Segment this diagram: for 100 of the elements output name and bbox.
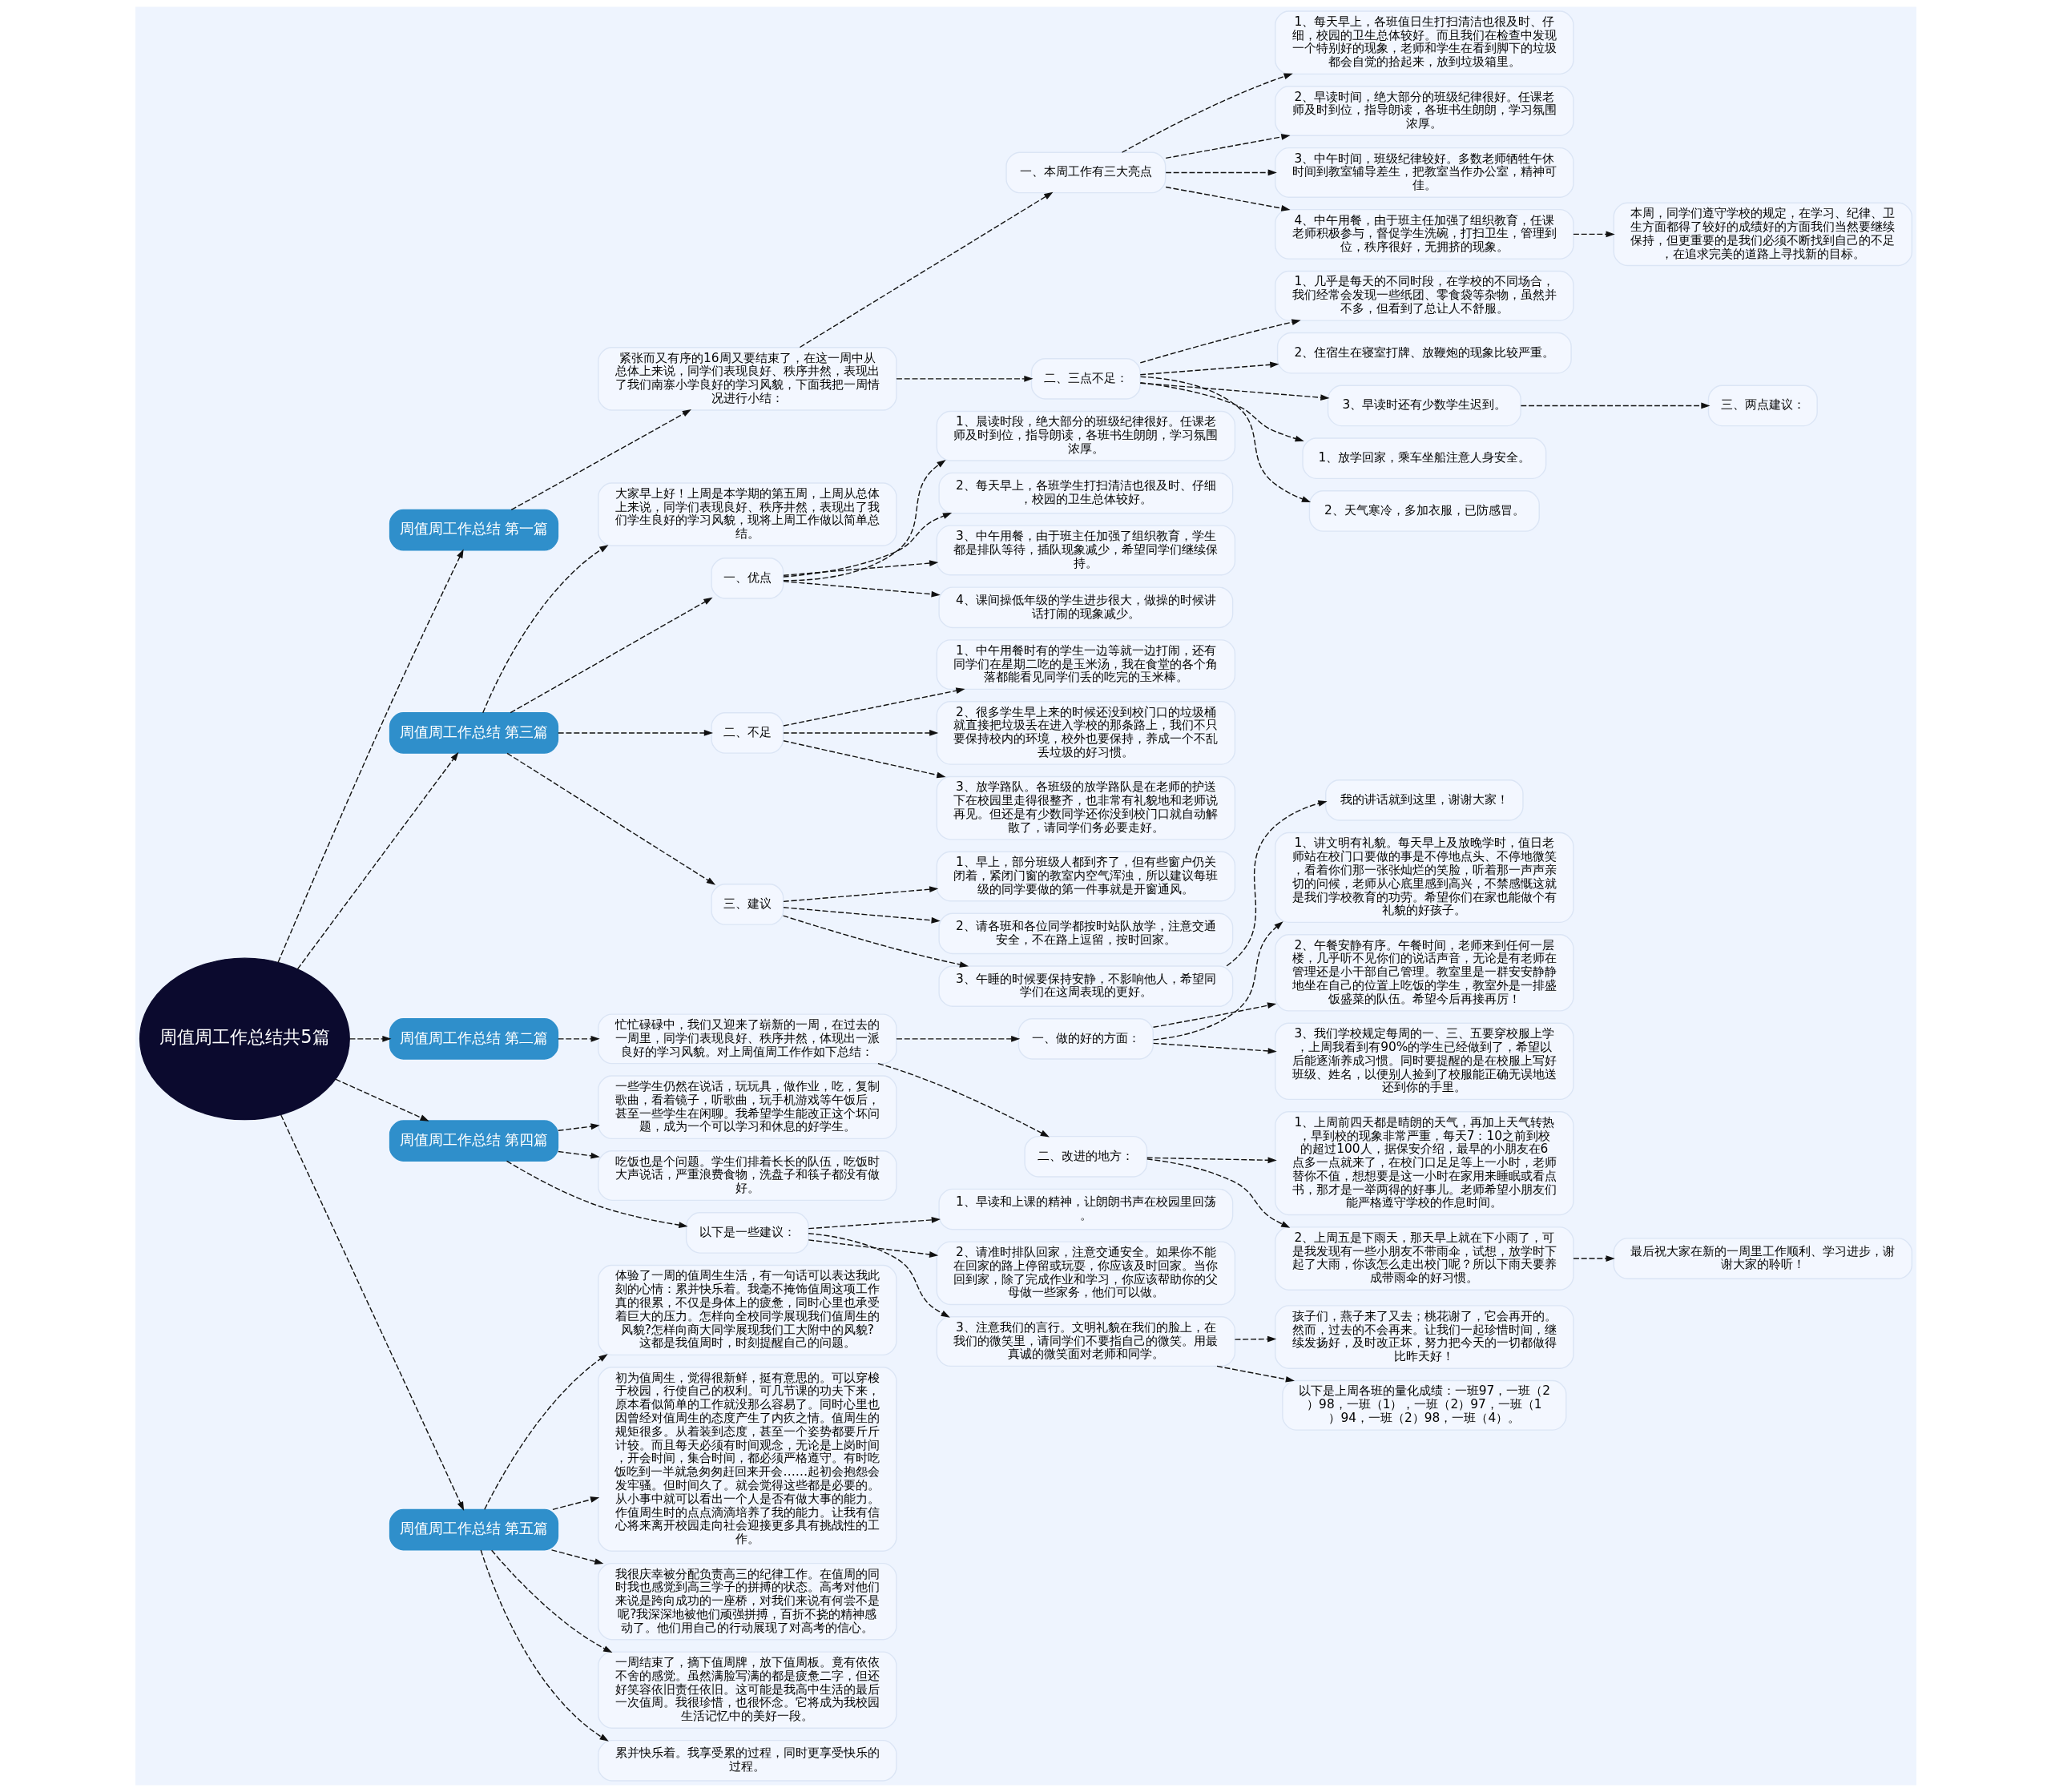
node-box: 大家早上好！上周是本学期的第五周，上周从总体上来说，同学们表现良好、秩序井然，表现出了我们学生良好的学习风貌，现将上周工作做以简单总结。: [597, 482, 897, 546]
node-box: 2、天气寒冷，多加衣服，已防感冒。: [1308, 490, 1540, 532]
node-box: 2、早读时间，绝大部分的班级纪律很好。任课老师及时到位，指导朗读，各班书生朗朗，学习氛围浓厚。: [1274, 86, 1574, 136]
node-box: 1、每天早上，各班值日生打扫清洁也很及时、仔细，校园的卫生总体较好。而且我们在检查中发现一个特别好的现象，老师和学生在看到脚下的垃圾都会自觉的拾起来，放到垃圾箱里。: [1274, 10, 1574, 75]
arrow: [782, 886, 938, 903]
arrow: [1139, 319, 1301, 364]
arrow: [490, 1549, 612, 1653]
arrow: [1139, 376, 1311, 502]
node-box: 1、放学回家，乘车坐船注意人身安全。: [1301, 437, 1546, 480]
node-box: 2、很多学生早上来的时候还没到校门口的垃圾桶就直接把垃圾丢在进入学校的那条路上，我们不只要保持校内的环境，校外也要保持，养成一个不乱丢垃圾的好习惯。: [936, 701, 1235, 765]
node-ellipse: 周值周工作总结共5篇: [139, 957, 350, 1121]
node-box: 孩子们，燕子来了又去；桃花谢了，它会再开的。然而，过去的不会再来。让我们一起珍惜时间，继续发扬好，及时改正坏，努力把今天的一切都做得比昨天好！: [1274, 1305, 1574, 1369]
arrow: [1139, 382, 1304, 442]
node-box: 2、上周五是下雨天，那天早上就在下小雨了，可是我发现有一些小朋友不带雨伞，试想，放学时下起了大雨，你该怎么走出校门呢？所以下雨天要养成带雨伞的好习惯。: [1274, 1226, 1574, 1291]
node-box: 紧张而又有序的16周又要结束了，在这一周中从总体上来说，同学们表现良好、秩序井然，表现出了我们南寨小学良好的学习风貌，下面我把一周情况进行小结：: [597, 347, 897, 411]
node-box: 三、两点建议：: [1707, 385, 1818, 427]
node-box: 一、本周工作有三大亮点: [1005, 151, 1166, 194]
node-box: 2、每天早上，各班学生打扫清洁也很及时、仔细，校园的卫生总体较好。: [937, 472, 1233, 514]
arrow: [1225, 800, 1328, 967]
node-box: 周值周工作总结 第二篇: [389, 1018, 558, 1060]
arrow: [1164, 169, 1277, 176]
arrow: [1234, 1335, 1276, 1343]
node-box: 3、中午时间，班级纪律较好。多数老师牺牲午休时间到教室辅导差生，把教室当作办公室，精神可佳。: [1274, 147, 1574, 198]
node-box: 3、我们学校规定每周的一、三、五要穿校服上学，上周我看到有90%的学生已经做到了，希望以后能逐渐养成习惯。同时要提醒的是在校服上写好班级、姓名，以便别人捡到了校服能正确无误地送还到你的手里。: [1274, 1022, 1574, 1101]
node-box: 我的讲话就到这里，谢谢大家！: [1324, 779, 1524, 821]
arrow: [1152, 1042, 1277, 1054]
arrow: [808, 1239, 938, 1258]
node-box: 三、建议: [710, 884, 784, 925]
arrow: [895, 375, 1033, 382]
node-box: 2、请各班和各位同学都按时站队放学，注意交通安全，不在路上逗留，按时回家。: [937, 912, 1233, 955]
node-box: 一、优点: [710, 558, 784, 599]
arrow: [482, 545, 608, 714]
node-box: 3、注意我们的言行。文明礼貌在我们的脸上，在我们的微笑里，请同学们不要指自己的微笑。用最真诚的微笑面对老师和同学。: [936, 1316, 1235, 1367]
node-box: 吃饭也是个问题。学生们排着长长的队伍，吃饭时大声说话，严重浪费食物，洗盘子和筷子都没有做好。: [597, 1150, 897, 1202]
arrow: [782, 907, 941, 924]
arrow: [506, 752, 715, 885]
arrow: [782, 915, 969, 968]
node-box: 忙忙碌碌中，我们又迎来了崭新的一周，在过去的一周里，同学们表现良好、秩序井然，体现出一派良好的学习风貌。对上周值周工作作如下总结：: [597, 1013, 897, 1065]
arrow: [876, 1062, 1050, 1138]
node-box: 2、请准时排队回家，注意交通安全。如果你不能在回家的路上停留或玩耍，你应该及时回家。当你回到家，除了完成作业和学习，你应该帮助你的父母做一些家务，他们可以做。: [936, 1241, 1235, 1306]
arrow: [1146, 1157, 1277, 1164]
node-box: 4、中午用餐，由于班主任加强了组织教育，任课老师积极参与，督促学生洗碗，打扫卫生，管理到位，秩序很好，无拥挤的现象。: [1274, 208, 1574, 260]
arrow: [1152, 921, 1283, 1041]
node-box: 周值周工作总结 第五篇: [389, 1508, 558, 1551]
arrow: [1152, 1002, 1276, 1028]
arrow: [782, 459, 946, 582]
arrow: [557, 730, 713, 736]
arrow: [1572, 1255, 1615, 1262]
node-box: 初为值周生，觉得很新鲜，挺有意思的。可以穿梭于校园，行使自己的权利。可几节课的功夫下来，原本看似简单的工作就没那么容易了。同时心里也因曾经对值周生的态度产生了内疚之情。值周生的规矩很多。从着装到态度，甚至一个姿势都要斤斤计较。而且每天必须有时间观念，无论是上岗时间，开会时间，集合时间，都必须严格遵守。有时吃饭吃到一半就急匆匆赶回来开会……起初会抱怨会发牢骚。但时间久了。就会觉得这些都是必要的。从小事中就可以看出一个人是否有做大事的能力。作值周生时的点点滴滴培养了我的能力。让我有信心将来离开校园走向社会迎接更多具有挑战性的工作。: [597, 1367, 897, 1552]
node-box: 一周结束了，摘下值周牌，放下值周板。竟有依依不舍的感觉。虽然满脸写满的都是疲惫二字，但还好笑容依旧责任依旧。这可能是我高中生活的最后一次值周。我很珍惜，也很怀念。它将成为我校园生活记忆中的美好一段。: [597, 1651, 897, 1729]
arrow: [551, 1496, 599, 1511]
node-box: 3、午睡的时候要保持安静，不影响他人，希望同学们在这周表现的更好。: [937, 965, 1233, 1007]
node-box: 2、午餐安静有序。午餐时间，老师来到任何一层楼，几乎听不见你们的说话声音，无论是有老师在管理还是小干部自己管理。教室里是一群安安静静地坐在自己的位置上吃饭的学生，教室外是一排盛饭盛菜的队伍。希望今后再接再厉！: [1274, 934, 1574, 1012]
node-box: 二、三点不足：: [1030, 358, 1141, 400]
arrow: [782, 730, 938, 736]
node-box: 1、中午用餐时有的学生一边等就一边打闹，还有同学们在星期二吃的是玉米汤，我在食堂的各个角落都能看见同学们丢的吃完的玉米棒。: [936, 639, 1235, 691]
arrow: [1164, 134, 1290, 159]
node-box: 周值周工作总结 第一篇: [389, 509, 558, 551]
node-box: 4、课间操低年级的学生进步很大，做操的时候讲话打闹的现象减少。: [937, 586, 1233, 629]
node-box: 1、几乎是每天的不同时段，在学校的不同场合，我们经常会发现一些纸团、零食袋等杂物，虽然并不多，但看到了总让人不舒服。: [1274, 270, 1574, 321]
node-box: 以下是一些建议：: [685, 1212, 809, 1254]
arrow: [509, 597, 713, 714]
arrow: [782, 740, 946, 779]
node-box: 1、讲文明有礼貌。每天早上及放晚学时，值日老师站在校门口要做的事是不停地点头、不停地微笑，看着你们那一张张灿烂的笑脸，听着那一声声亲切的问候，老师从心底里感到高兴，不禁感慨这就是我们学校教育的功劳。希望你们在家也能做个有礼貌的好孩子。: [1274, 832, 1574, 924]
arrow: [276, 549, 464, 963]
arrow: [557, 1123, 600, 1131]
arrow: [1572, 231, 1615, 238]
node-box: 二、不足: [710, 712, 784, 754]
arrow: [506, 1160, 688, 1229]
arrow: [808, 1217, 941, 1230]
arrow: [1139, 361, 1279, 376]
arrow: [480, 1549, 609, 1742]
node-box: 二、改进的地方：: [1023, 1135, 1147, 1178]
node-box: 1、上周前四天都是晴朗的天气，再加上天气转热，早到校的现象非常严重，每天7：10之前到校的超过100人，据保安介绍，最早的小朋友在6点多一点就来了，在校门口足足等上一小时，老师替你不值，想想要是这一小时在家用来睡眠或看点书，那才是一举两得的好事儿。老师希望小朋友们能严格遵守学校的作息时间。: [1274, 1111, 1574, 1216]
arrow: [1520, 402, 1710, 409]
arrow: [1164, 186, 1290, 211]
node-box: 一些学生仍然在说话，玩玩具，做作业，吃，复制歌曲，看着镜子，听歌曲，玩手机游戏等午饭后，甚至一些学生在闲聊。我希望学生能改正这个坏问题，成为一个可以学习和休息的好学生。: [597, 1075, 897, 1140]
arrow: [782, 687, 965, 727]
arrow: [807, 1233, 950, 1318]
arrow: [782, 513, 952, 578]
arrow: [1146, 1158, 1290, 1228]
node-box: 1、早读和上课的精神，让朗朗书声在校园里回荡。: [937, 1188, 1233, 1230]
node-box: 3、早读时还有少数学生迟到。: [1327, 385, 1521, 427]
node-box: 2、住宿生在寝室打牌、放鞭炮的现象比较严重。: [1276, 332, 1572, 374]
arrow: [550, 1549, 603, 1564]
arrow: [296, 751, 458, 970]
node-box: 3、中午用餐，由于班主任加强了组织教育，学生都是排队等待，插队现象减少，希望同学们继续保持。: [936, 525, 1235, 576]
node-box: 1、早上，部分班级人都到齐了，但有些窗户仍关闭着，紧闭门窗的教室内空气浑浊，所以建议每班级的同学要做的第一件事就是开窗通风。: [936, 851, 1235, 902]
arrow: [782, 580, 941, 598]
arrow: [334, 1078, 429, 1122]
arrow: [510, 409, 691, 511]
node-box: 一、做的好的方面：: [1017, 1018, 1154, 1060]
arrow: [895, 1035, 1020, 1042]
node-box: 本周，同学们遵守学校的规定，在学习、纪律、卫生方面都得了较好的成绩好的方面我们当然要继续保持，但更重要的是我们必须不断找到自己的不足，在追求完美的道路上寻找新的目标。: [1613, 202, 1912, 267]
node-box: 以下是上周各班的量化成绩：一班97，一班（2）98，一班（1），一班（2）97，一班（1）94，一班（2）98，一班（4）。: [1281, 1379, 1566, 1431]
node-box: 体验了一周的值周生生活，有一句话可以表达我此刻的心情：累并快乐着。我毫不掩饰值周这项工作真的很累，不仅是身体上的疲惫，同时心里也承受着巨大的压力。怎样向全校同学展现我们值周生的风貌?怎样向商大同学展现我们工大附中的风貌?这都是我值周时，时刻提醒自己的问题。: [597, 1264, 897, 1356]
arrow: [1139, 382, 1329, 401]
arrow: [1215, 1365, 1295, 1383]
arrow: [557, 1035, 600, 1042]
arrow: [1121, 73, 1293, 153]
